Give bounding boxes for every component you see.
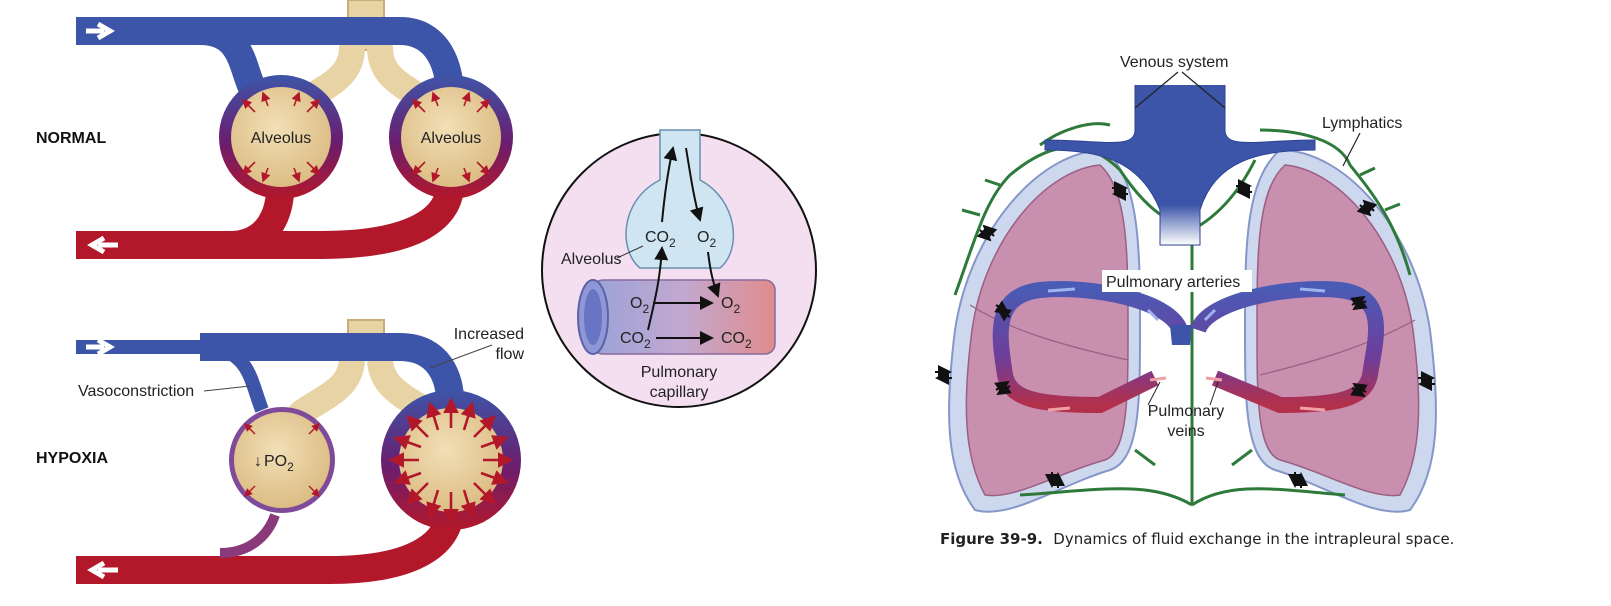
flow-in-arrow-icon (86, 337, 115, 357)
vasoconstriction-leader (203, 385, 251, 392)
pulmonary-veins-leader-left (1147, 381, 1161, 406)
figure-caption: Figure 39-9. Dynamics of fluid exchange … (940, 530, 1454, 548)
flow-direction-arrows (1047, 287, 1326, 322)
co2-right-label: CO2 (721, 330, 752, 351)
increased-flow-label-1: Increased (454, 326, 524, 343)
alveolus-label-left: Alveolus (251, 130, 311, 147)
caption-text: Dynamics of fluid exchange in the intrap… (1053, 530, 1454, 548)
hypoxia-label: HYPOXIA (36, 450, 108, 467)
venous-leader-right (1181, 71, 1226, 109)
gas-exchange-diagram: Alveolus CO2 O2 O2 O2 CO2 CO2 Pulmonary … (541, 129, 817, 408)
o2-right-label: O2 (721, 295, 740, 316)
right-pulmonary-loop (1190, 281, 1385, 414)
diffusion-arrows-hypoxic (244, 423, 320, 497)
pulmonary-veins-leader-right (1209, 381, 1219, 406)
venous-system-vessels (1044, 85, 1316, 246)
capillary-label-1: Pulmonary (641, 364, 717, 381)
flow-out-arrow-icon (87, 235, 118, 255)
left-fissure (969, 304, 1129, 361)
flow-out-arrow-icon (87, 560, 118, 580)
co2-left-label: CO2 (620, 330, 651, 351)
caption-number: Figure 39-9. (940, 530, 1043, 548)
vasoconstriction-label: Vasoconstriction (78, 383, 194, 400)
right-fissure (1259, 319, 1416, 376)
increased-flow-label-2: flow (496, 346, 525, 363)
venous-system-label: Venous system (1120, 54, 1229, 71)
po2-label: ↓PO2 (254, 453, 294, 474)
pulmonary-arteries-label: Pulmonary arteries (1106, 274, 1240, 291)
co2-top-label: CO2 (645, 229, 676, 250)
alveolus-left-normal (231, 87, 331, 187)
alveolus-sac (625, 129, 735, 269)
lymphatics-label: Lymphatics (1322, 115, 1402, 132)
flow-in-arrow-icon (86, 21, 115, 41)
pulmonary-veins-label-2: veins (1167, 423, 1204, 440)
capillary-label-2: capillary (650, 384, 709, 401)
increased-flow-leader (429, 344, 493, 369)
alveolus-leader (616, 245, 644, 259)
alveolus-label-right: Alveolus (421, 130, 481, 147)
hypoxia-diagram: Vasoconstriction Increased flow HYPOXIA … (36, 319, 525, 584)
lymphatics-leader (1342, 132, 1361, 167)
o2-left-label: O2 (630, 295, 649, 316)
diffusion-arrows-increased (388, 397, 514, 525)
alveolus-right-normal (401, 87, 501, 187)
venous-leader-left (1134, 71, 1179, 109)
vein-flow-arrows (1047, 376, 1326, 412)
alveolus-hypoxic (234, 412, 330, 508)
pulmonary-veins-label-1: Pulmonary (1148, 403, 1224, 420)
o2-top-label: O2 (697, 229, 716, 250)
constricted-vein (219, 513, 280, 558)
lungs-diagram: Venous system Lymphatics Pulmonary arter… (935, 54, 1437, 513)
left-lung (965, 164, 1129, 497)
normal-diagram: NORMAL Alveolus Alveolus (36, 0, 513, 259)
gas-flow-arrows (647, 146, 721, 345)
normal-label: NORMAL (36, 130, 106, 147)
fluid-exchange-arrows (935, 179, 1435, 488)
pulmonary-trunk (1170, 325, 1192, 345)
alveolus-label-middle: Alveolus (561, 251, 621, 268)
diffusion-arrows-normal (241, 91, 491, 183)
